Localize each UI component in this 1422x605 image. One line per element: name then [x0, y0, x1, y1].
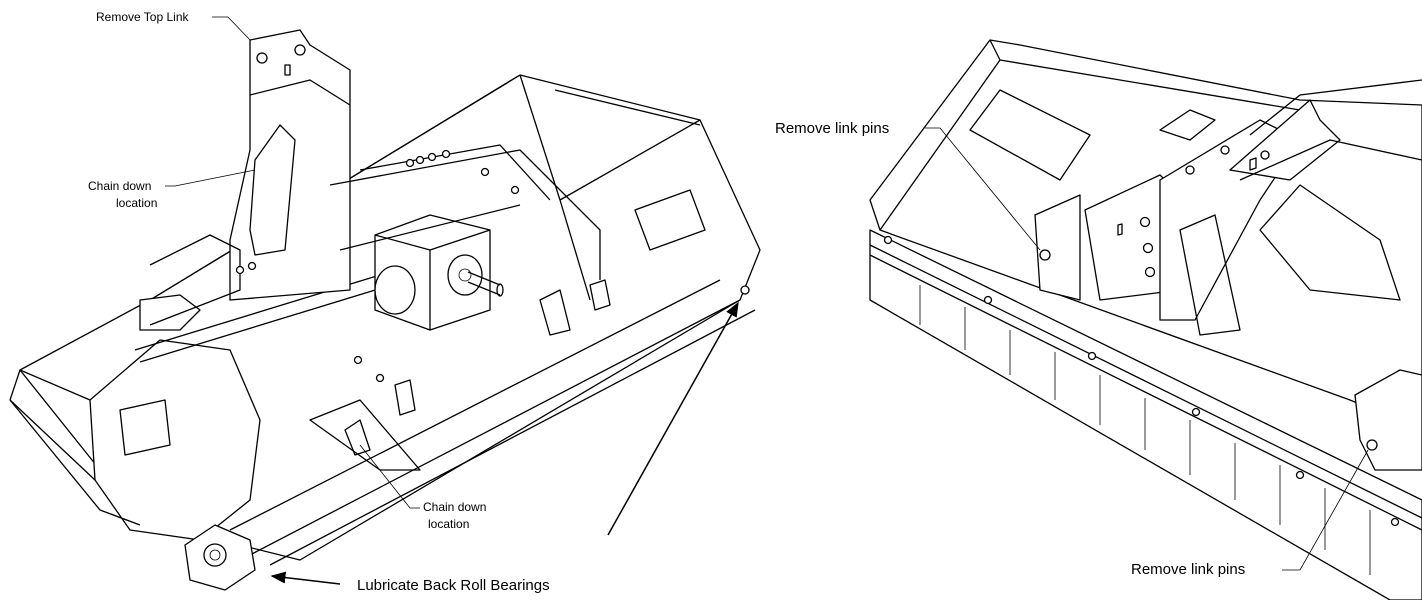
label-chain-down-upper-1: Chain down — [88, 179, 151, 193]
label-remove-link-pins-top: Remove link pins — [775, 120, 889, 137]
arrow-to-bearing-right — [607, 301, 739, 536]
label-chain-down-lower-2: location — [428, 517, 469, 531]
label-lubricate-back-roll-bearings: Lubricate Back Roll Bearings — [357, 577, 550, 594]
label-remove-top-link: Remove Top Link — [96, 10, 189, 24]
label-chain-down-upper-2: location — [116, 196, 157, 210]
label-remove-link-pins-bottom: Remove link pins — [1131, 561, 1245, 578]
arrow-to-bearing-left — [270, 571, 341, 585]
right-mower-drawing — [869, 39, 1422, 601]
left-mower-drawing — [9, 29, 761, 591]
skirt-dividers — [919, 285, 1371, 575]
label-chain-down-lower-1: Chain down — [423, 500, 486, 514]
